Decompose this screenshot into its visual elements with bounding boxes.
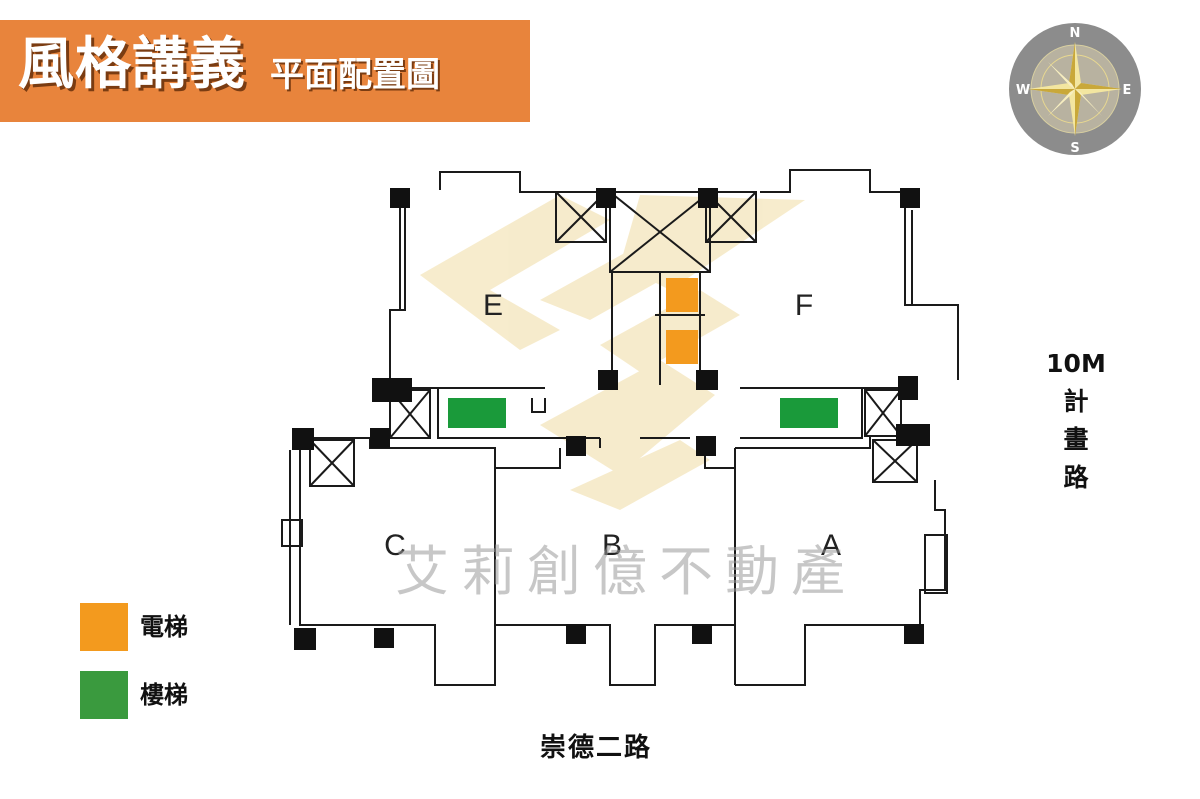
legend-stair-label: 樓梯 <box>140 681 188 709</box>
unit-label-e: E <box>483 289 503 322</box>
unit-e-outline <box>439 171 570 193</box>
compass-east-label: E <box>1123 83 1132 98</box>
stair-left <box>448 398 506 428</box>
road-label-right: 10M 計 畫 路 <box>1040 345 1112 497</box>
compass-west-label: W <box>1016 83 1030 98</box>
stair-right <box>780 398 838 428</box>
road-char-3: 路 <box>1063 463 1089 492</box>
road-char-2: 畫 <box>1063 425 1089 454</box>
unit-label-b: B <box>602 529 622 562</box>
road-width: 10M <box>1046 349 1106 378</box>
unit-label-c: C <box>384 529 406 562</box>
page-title: 風格講義 <box>18 32 246 97</box>
legend-stair-swatch <box>80 671 128 719</box>
compass-north-label: N <box>1070 26 1081 41</box>
title-banner <box>0 20 530 122</box>
compass-icon: N S W E <box>1009 23 1141 156</box>
legend-elevator-label: 電梯 <box>140 613 188 641</box>
compass-south-label: S <box>1070 141 1079 156</box>
legend-elevator-swatch <box>80 603 128 651</box>
unit-a-outline <box>735 436 871 449</box>
watermark-text: 艾莉創億不動產 <box>395 540 857 603</box>
elevator-1 <box>666 278 698 312</box>
unit-label-a: A <box>821 529 841 562</box>
road-label-bottom: 崇德二路 <box>540 733 653 763</box>
page-subtitle: 平面配置圖 <box>270 55 440 95</box>
unit-label-f: F <box>795 289 813 322</box>
unit-b-outline <box>495 448 561 469</box>
unit-f-outline <box>760 169 905 193</box>
elevator-2 <box>666 330 698 364</box>
unit-c-outline <box>300 437 496 468</box>
road-char-1: 計 <box>1063 387 1089 416</box>
